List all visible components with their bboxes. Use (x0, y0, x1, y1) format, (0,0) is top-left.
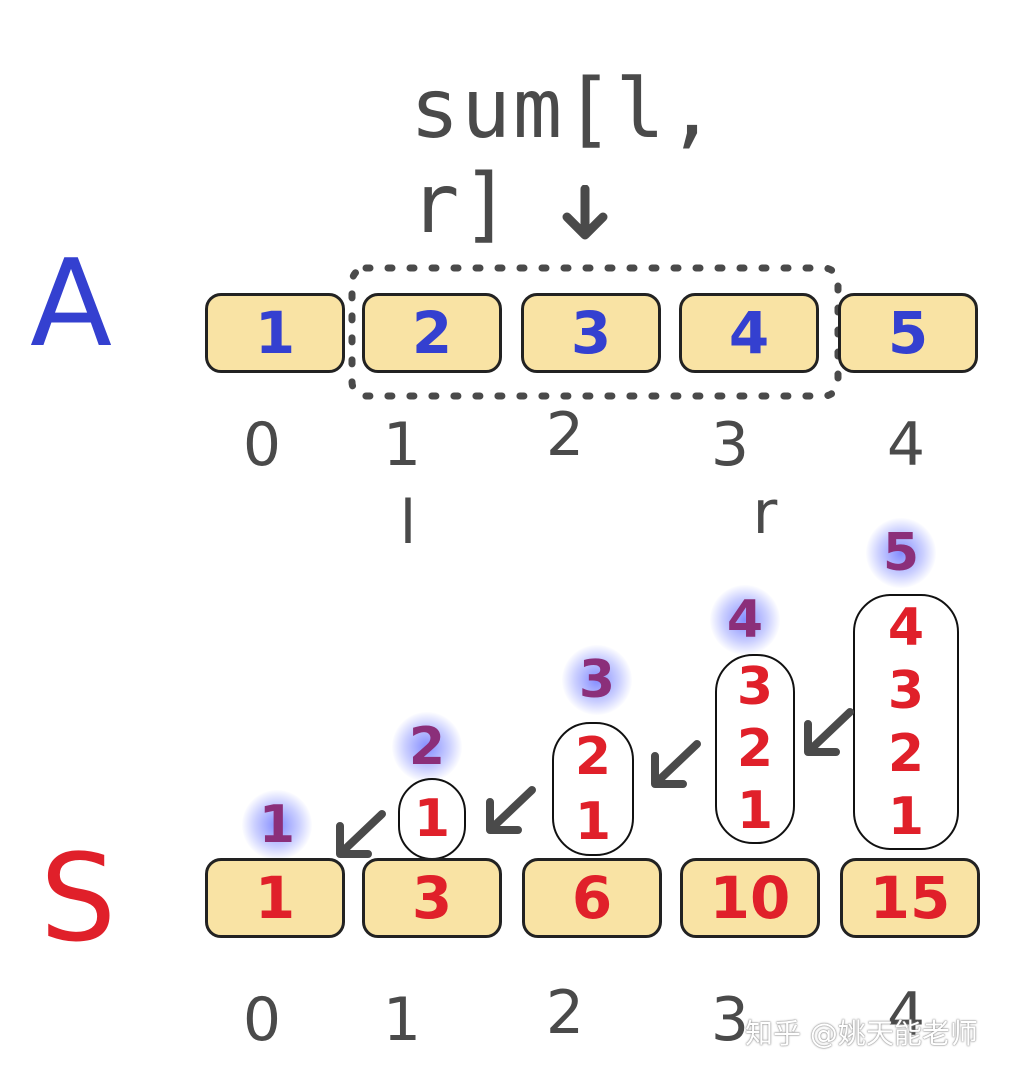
stack-top-value: 3 (562, 645, 632, 715)
array-s-cell: 15 (840, 858, 980, 938)
stack-top-value: 4 (710, 585, 780, 655)
array-a-index: 2 (545, 400, 585, 470)
left-bound-label: l (399, 488, 417, 558)
array-s-index: 1 (382, 985, 422, 1055)
array-s-cell: 10 (680, 858, 820, 938)
stack-item: 1 (736, 781, 774, 841)
stack-item: 1 (574, 791, 612, 852)
watermark: 知乎 @姚天能老师 (745, 1017, 978, 1050)
right-bound-label: r (752, 478, 778, 548)
stack-column: 3 2 1 (715, 654, 795, 844)
formula-label: sum[l, r] (410, 62, 719, 252)
array-s-label: S (40, 830, 117, 969)
stack-item: 3 (736, 657, 774, 717)
stack-item: 4 (887, 597, 925, 658)
arrow-down-left-icon (336, 810, 386, 858)
stack-item: 3 (887, 660, 925, 721)
array-a-index: 1 (382, 410, 422, 480)
array-a-cell: 3 (521, 293, 661, 373)
stack-column: 4 3 2 1 (853, 594, 959, 850)
array-s-cell: 1 (205, 858, 345, 938)
array-a-cell: 2 (362, 293, 502, 373)
array-s-cell: 3 (362, 858, 502, 938)
array-a-cell: 4 (679, 293, 819, 373)
stack-column: 2 1 (552, 722, 634, 856)
stack-top-value: 5 (866, 518, 936, 588)
array-a-label: A (30, 235, 113, 374)
array-a-cell: 5 (838, 293, 978, 373)
down-arrow-icon (562, 185, 608, 240)
stack-item: 1 (887, 786, 925, 847)
array-s-index: 4 (886, 980, 926, 1050)
array-s-index: 0 (242, 985, 282, 1055)
array-s-cell: 6 (522, 858, 662, 938)
array-s-index: 3 (710, 985, 750, 1055)
stack-column: 1 (398, 778, 466, 860)
stack-item: 2 (887, 723, 925, 784)
arrow-down-left-icon (651, 740, 701, 788)
array-a-index: 0 (242, 410, 282, 480)
arrow-down-left-icon (486, 786, 536, 834)
stack-top-value: 2 (392, 712, 462, 782)
array-s-index: 2 (545, 978, 585, 1048)
stack-item: 1 (413, 789, 451, 849)
array-a-index: 3 (710, 410, 750, 480)
stack-top-value: 1 (242, 790, 312, 860)
stack-item: 2 (736, 719, 774, 779)
array-a-index: 4 (886, 410, 926, 480)
arrow-down-left-icon (804, 708, 854, 756)
array-a-cell: 1 (205, 293, 345, 373)
stack-item: 2 (574, 726, 612, 787)
